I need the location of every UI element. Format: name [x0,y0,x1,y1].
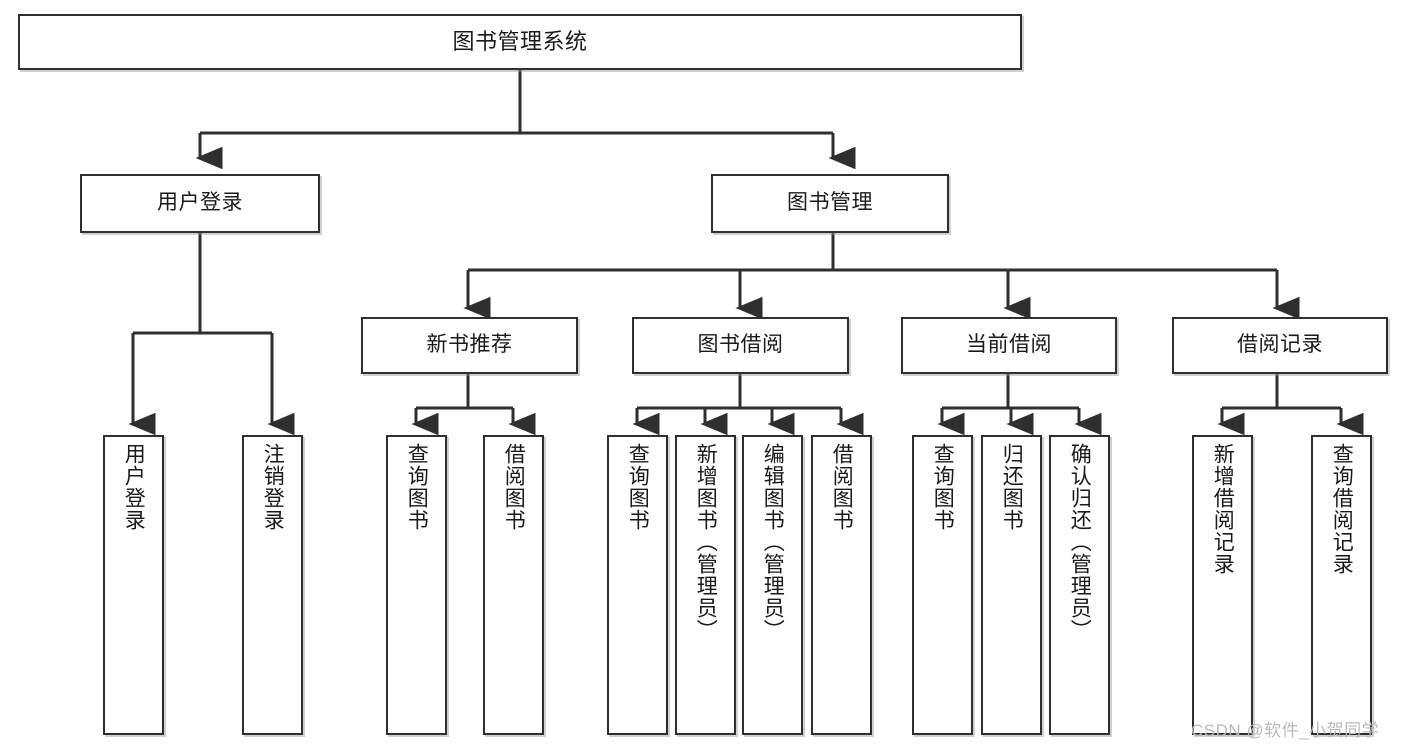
node-user-login[interactable]: 用户登录 [80,174,320,233]
node-label: 借阅图书 [830,443,854,531]
leaf-user-login-signin[interactable]: 用户登录 [103,435,164,735]
leaf-recommend-borrow-book[interactable]: 借阅图书 [483,435,544,735]
node-root-system[interactable]: 图书管理系统 [18,14,1022,70]
leaf-record-query-record[interactable]: 查询借阅记录 [1311,435,1372,735]
leaf-recommend-query-book[interactable]: 查询图书 [386,435,447,735]
node-label: 图书借阅 [697,333,784,357]
node-label: 注销登录 [261,443,285,531]
leaf-borrow-add-book-admin[interactable]: 新增图书（管理员） [675,435,736,735]
node-label: 查询图书 [405,443,429,531]
node-label: 编辑图书（管理员） [761,443,785,641]
node-borrow-record[interactable]: 借阅记录 [1172,317,1388,374]
node-label: 图书管理系统 [452,29,588,55]
node-label: 借阅图书 [502,443,526,531]
leaf-user-login-signout[interactable]: 注销登录 [242,435,303,735]
node-label: 确认归还（管理员） [1068,443,1092,641]
leaf-borrow-borrow-book[interactable]: 借阅图书 [811,435,872,735]
node-label: 当前借阅 [966,333,1052,357]
csdn-watermark: CSDN @软件_小贺同学 [1191,721,1380,740]
leaf-current-return-book[interactable]: 归还图书 [981,435,1042,735]
leaf-current-confirm-return-admin[interactable]: 确认归还（管理员） [1049,435,1110,735]
node-label: 查询借阅记录 [1330,443,1354,575]
node-new-book-recommend[interactable]: 新书推荐 [361,317,578,374]
node-label: 图书管理 [787,191,873,215]
node-book-borrow[interactable]: 图书借阅 [632,317,849,374]
node-label: 查询图书 [931,443,955,531]
leaf-current-query-book[interactable]: 查询图书 [912,435,973,735]
leaf-borrow-edit-book-admin[interactable]: 编辑图书（管理员） [742,435,803,735]
node-label: 用户登录 [122,443,146,531]
node-label: 归还图书 [1000,443,1024,531]
node-label: 查询图书 [626,443,650,531]
node-current-borrow[interactable]: 当前借阅 [901,317,1117,374]
leaf-record-add-record[interactable]: 新增借阅记录 [1192,435,1253,735]
node-label: 新书推荐 [426,333,513,357]
leaf-borrow-query-book[interactable]: 查询图书 [607,435,668,735]
node-label: 新增图书（管理员） [694,443,718,641]
node-label: 用户登录 [157,191,243,215]
node-label: 新增借阅记录 [1211,443,1235,575]
node-label: 借阅记录 [1237,333,1323,357]
node-book-management[interactable]: 图书管理 [711,174,949,233]
